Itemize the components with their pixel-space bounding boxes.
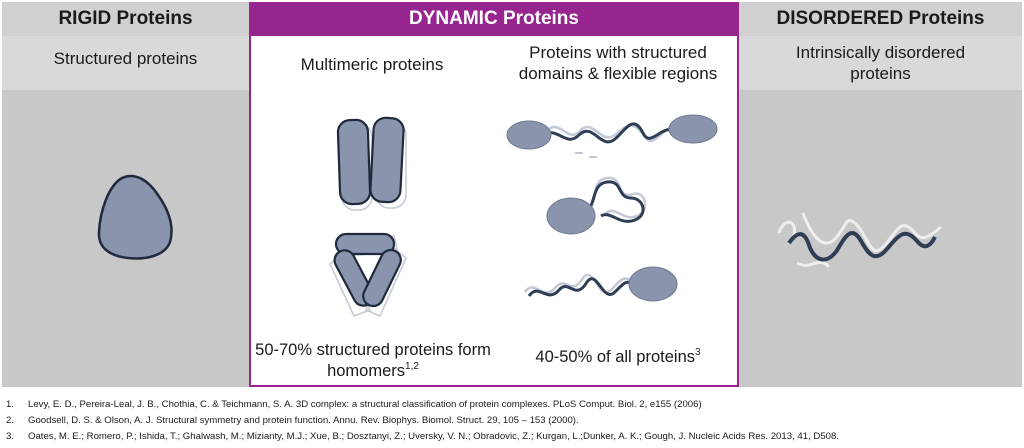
rigid-header: RIGID Proteins (2, 2, 249, 36)
dynamic-header: DYNAMIC Proteins (249, 2, 739, 36)
reference-number: 1. (6, 399, 15, 410)
disordered-protein-illustration (777, 212, 942, 269)
reference-text: Oates, M. E.; Romero, P.; Ishida, T.; Gh… (28, 431, 840, 443)
reference-text: Levy, E. D., Pereira-Leal, J. B., Chothi… (28, 399, 702, 410)
flexible-protein-illustration-2 (546, 176, 647, 235)
flexible-stat-ref: 3 (695, 347, 701, 358)
reference-number: 2. (6, 415, 15, 427)
flexible-stat-text: 40-50% of all proteins (535, 348, 696, 366)
rigid-subtitle: Structured proteins (2, 36, 249, 90)
flexible-stat: 40-50% of all proteins3 (500, 347, 736, 368)
reference-item: 2. Goodsell, D. S. & Olson, A. J. Structu… (6, 413, 1018, 429)
dynamic-panel (249, 36, 739, 387)
reference-item: 1. Levy, E. D., Pereira-Leal, J. B., Chot… (6, 397, 1018, 413)
multimeric-label: Multimeric proteins (300, 55, 444, 74)
reference-text: Goodsell, D. S. & Olson, A. J. Structura… (28, 415, 579, 427)
structured-protein-illustration (97, 174, 173, 260)
disordered-subtitle-line1: Intrinsically disordered (795, 43, 966, 62)
disordered-panel (739, 90, 1022, 387)
multimeric-stat-ref: 1,2 (405, 361, 419, 372)
multimeric-stat-text: 50-70% structured proteins form homomers (255, 341, 491, 380)
multimeric-stat: 50-70% structured proteins form homomers… (252, 340, 494, 382)
disordered-subtitle-line2: proteins (850, 64, 911, 83)
flexible-label: Proteins with structured domains & flexi… (498, 42, 738, 84)
flexible-label-line2: domains & flexible regions (518, 64, 718, 83)
flexible-protein-illustration-3 (523, 266, 678, 302)
trimer-protein-illustration (329, 232, 407, 317)
reference-number: 3. (6, 431, 15, 443)
disordered-header: DISORDERED Proteins (739, 2, 1022, 36)
flexible-protein-illustration-1 (506, 114, 718, 158)
reference-item: 3. Oates, M. E.; Romero, P.; Ishida, T.; … (6, 429, 1018, 445)
disordered-subtitle: Intrinsically disordered proteins (739, 36, 1022, 90)
flexible-label-line1: Proteins with structured (529, 43, 707, 62)
dimer-protein-illustration (336, 116, 407, 211)
references-list: 1. Levy, E. D., Pereira-Leal, J. B., Chot… (6, 397, 1018, 446)
